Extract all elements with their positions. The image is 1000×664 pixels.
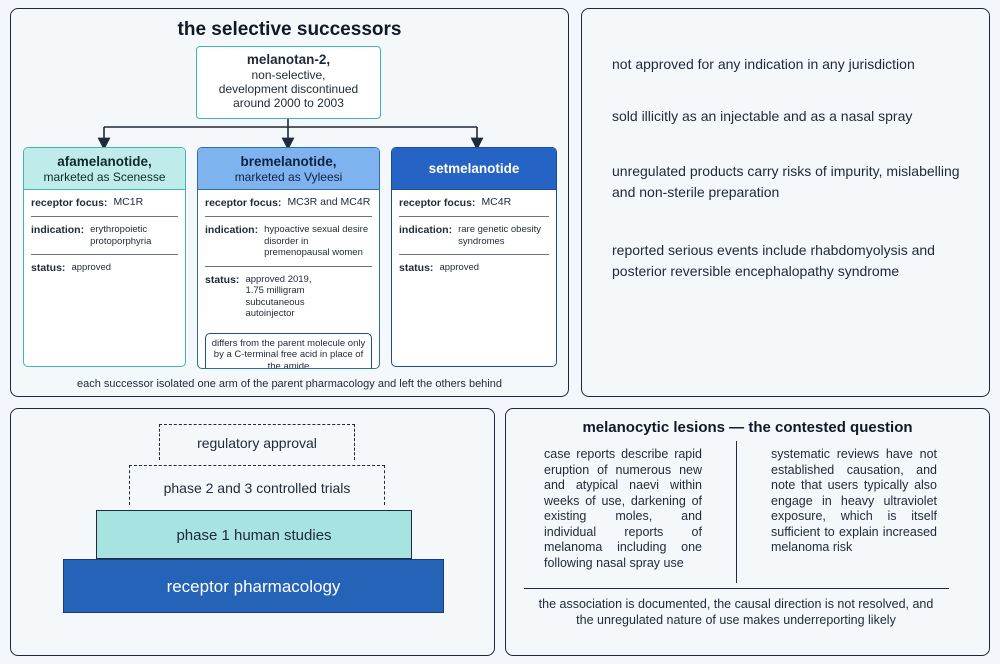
indication-label: indication:: [31, 224, 85, 236]
status-row: status: approved: [24, 255, 185, 281]
parent-line: development discontinued: [218, 82, 359, 96]
connector-arrows: [97, 119, 484, 151]
divider: [399, 216, 549, 217]
indication-row: indication: rare genetic obesity syndrom…: [392, 217, 556, 254]
parent-molecule-box: melanotan-2, non-selective, development …: [196, 46, 381, 119]
indication-value: hypoactive sexual desire disorder in pre…: [264, 224, 369, 258]
drug-subtitle: marketed as Vyleesi: [234, 170, 343, 184]
drug-header: afamelanotide, marketed as Scenesse: [24, 148, 185, 190]
tier-phase-1-studies: phase 1 human studies: [96, 510, 412, 559]
tier-receptor-pharmacology: receptor pharmacology: [63, 559, 444, 613]
systematic-reviews-text: systematic reviews have not established …: [771, 447, 937, 554]
risks-panel: not approved for any indication in any j…: [581, 8, 990, 397]
case-reports-text: case reports describe rapid eruption of …: [544, 447, 702, 570]
receptor-value: MC1R: [113, 196, 144, 208]
parent-name: melanotan-2,: [246, 52, 331, 67]
status-value: approved 2019, 1.75 milligram subcutaneo…: [245, 273, 312, 320]
indication-row: indication: erythropoietic protoporphyri…: [24, 217, 185, 254]
status-label: status:: [205, 273, 240, 286]
lesions-conclusion: the association is documented, the causa…: [538, 597, 934, 627]
column-divider: [736, 441, 737, 583]
indication-label: indication:: [205, 224, 259, 236]
drug-name: afamelanotide,: [57, 154, 152, 169]
risk-item: reported serious events include rhabdomy…: [612, 242, 935, 279]
receptor-row: receptor focus: MC1R: [24, 190, 185, 216]
status-value: approved: [71, 262, 112, 273]
risk-item: not approved for any indication in any j…: [612, 56, 915, 72]
indication-label: indication:: [399, 224, 453, 236]
receptor-value: MC4R: [481, 196, 512, 208]
drug-subtitle: marketed as Scenesse: [43, 170, 166, 184]
status-row: status: approved 2019, 1.75 milligram su…: [198, 267, 379, 327]
drug-header: setmelanotide: [392, 148, 556, 190]
receptor-label: receptor focus:: [31, 197, 108, 209]
indication-value: erythropoietic protoporphyria: [90, 224, 152, 247]
receptor-value: MC3R and MC4R: [287, 196, 371, 208]
receptor-label: receptor focus:: [205, 197, 282, 209]
successors-title: the selective successors: [177, 19, 402, 40]
receptor-row: receptor focus: MC4R: [392, 190, 556, 216]
conclusion-divider: [524, 588, 949, 589]
tier-regulatory-approval: regulatory approval: [159, 424, 355, 460]
divider: [205, 265, 372, 267]
indication-value: rare genetic obesity syndromes: [458, 224, 542, 247]
receptor-label: receptor focus:: [399, 197, 476, 209]
status-value: approved: [439, 262, 480, 273]
divider: [205, 216, 372, 217]
divider: [31, 254, 178, 255]
drug-name: setmelanotide: [428, 161, 520, 176]
divider: [399, 254, 549, 255]
divider: [31, 216, 178, 217]
parent-line: non-selective,: [251, 68, 326, 82]
lesions-panel: melanocytic lesions — the contested ques…: [505, 408, 990, 656]
risk-item: sold illicitly as an injectable and as a…: [612, 108, 913, 124]
indication-row: indication: hypoactive sexual desire dis…: [198, 217, 379, 266]
drug-card-bremelanotide: bremelanotide, marketed as Vyleesi recep…: [197, 147, 380, 369]
successors-panel: the selective successors melanotan-2, no…: [10, 8, 569, 397]
risk-item: unregulated products carry risks of impu…: [612, 163, 960, 200]
development-pyramid-panel: regulatory approval phase 2 and 3 contro…: [10, 408, 495, 656]
parent-line: around 2000 to 2003: [233, 96, 344, 110]
drug-card-setmelanotide: setmelanotide receptor focus: MC4R indic…: [391, 147, 557, 367]
drug-name: bremelanotide,: [240, 154, 337, 169]
status-row: status: approved: [392, 255, 556, 281]
lesions-title: melanocytic lesions — the contested ques…: [582, 419, 913, 436]
status-label: status:: [399, 262, 434, 274]
receptor-row: receptor focus: MC3R and MC4R: [198, 190, 379, 216]
drug-card-afamelanotide: afamelanotide, marketed as Scenesse rece…: [23, 147, 186, 367]
status-label: status:: [31, 262, 66, 274]
successors-footnote: each successor isolated one arm of the p…: [77, 378, 502, 390]
tier-phase-2-3-trials: phase 2 and 3 controlled trials: [129, 465, 385, 505]
amide-note: differs from the parent molecule only by…: [205, 332, 372, 368]
drug-header: bremelanotide, marketed as Vyleesi: [198, 148, 379, 190]
